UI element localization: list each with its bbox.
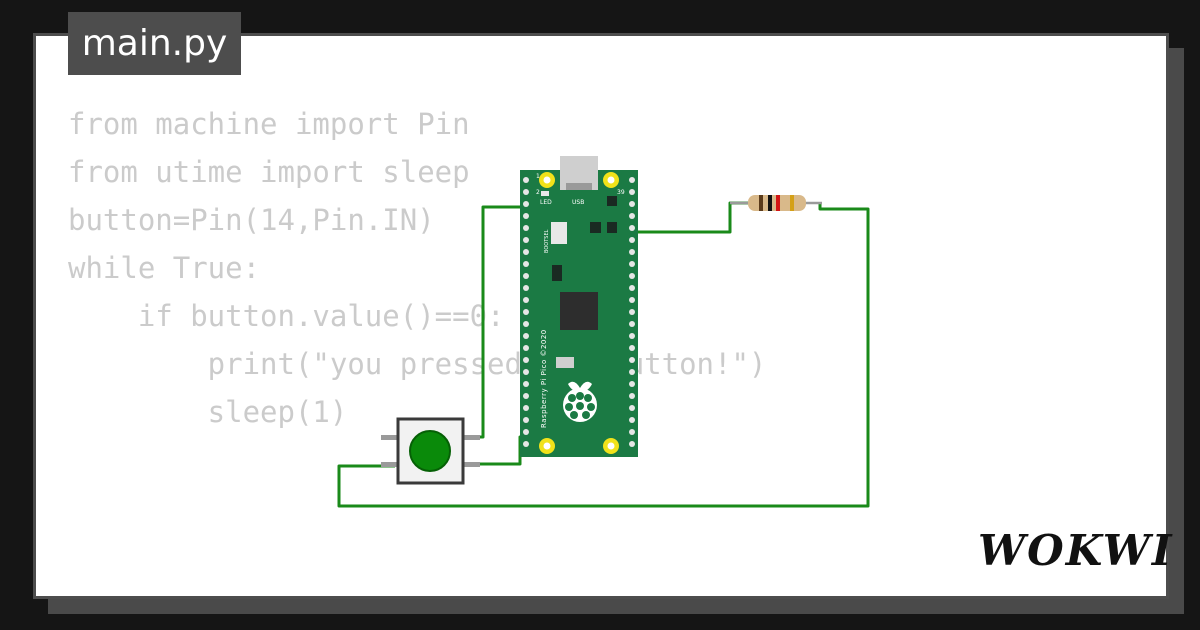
pico-pad <box>556 357 574 368</box>
pushbutton-leg-tl <box>381 435 399 440</box>
code-line-1: from machine import Pin <box>68 107 470 141</box>
pico-right-pins <box>629 177 635 447</box>
code-line-7: sleep(1) <box>68 395 348 429</box>
resistor[interactable] <box>730 195 822 211</box>
usb-connector <box>560 156 598 190</box>
raspberry-pi-pico-board[interactable]: 1 2 39 LED USB BOOTSEL Raspberry Pi Pico… <box>520 156 638 457</box>
rp2040-chip <box>560 292 598 330</box>
pico-left-pins <box>523 177 529 447</box>
code-line-5: if button.value()==0: <box>68 299 505 333</box>
resistor-band-2 <box>768 195 772 211</box>
raspberry-logo-icon <box>563 381 597 422</box>
pico-pin1-label: 1 <box>536 173 540 180</box>
pico-regulator <box>552 265 562 281</box>
led-label: LED <box>540 199 552 206</box>
pico-chip-small-3 <box>607 222 617 233</box>
code-editor: from machine import Pin from utime impor… <box>68 100 766 436</box>
wire-resistor-to-button[interactable] <box>337 203 870 508</box>
wokwi-logo: WOKWI <box>978 526 1174 575</box>
pushbutton-leg-br <box>462 462 480 467</box>
pico-chip-small-2 <box>607 196 617 206</box>
code-line-2: from utime import sleep <box>68 155 470 189</box>
pico-chip-small-1 <box>590 222 601 233</box>
code-line-4: while True: <box>68 251 261 285</box>
pico-pin39-label: 39 <box>617 189 625 196</box>
bootsel-label: BOOTSEL <box>544 229 550 253</box>
usb-label: USB <box>572 199 584 206</box>
wire-button-to-pico-gp[interactable] <box>466 205 528 439</box>
resistor-band-4 <box>790 195 794 211</box>
pico-pin2-label: 2 <box>536 189 540 196</box>
file-tab[interactable]: main.py <box>68 12 241 75</box>
code-line-3: button=Pin(14,Pin.IN) <box>68 203 435 237</box>
pico-mounting-holes <box>539 172 619 454</box>
bootsel-button[interactable] <box>551 222 567 244</box>
pushbutton-leg-bl <box>381 462 399 467</box>
led-indicator <box>541 191 549 196</box>
resistor-band-1 <box>759 195 763 211</box>
resistor-band-3 <box>776 195 780 211</box>
pushbutton-leg-tr <box>462 435 480 440</box>
pushbutton-cap[interactable] <box>409 430 451 472</box>
wire-button-to-pico-gnd[interactable] <box>466 435 528 466</box>
pushbutton[interactable] <box>381 417 480 485</box>
pico-model-label: Raspberry Pi Pico ©2020 <box>540 329 548 428</box>
wire-pico-to-resistor[interactable] <box>630 201 748 234</box>
